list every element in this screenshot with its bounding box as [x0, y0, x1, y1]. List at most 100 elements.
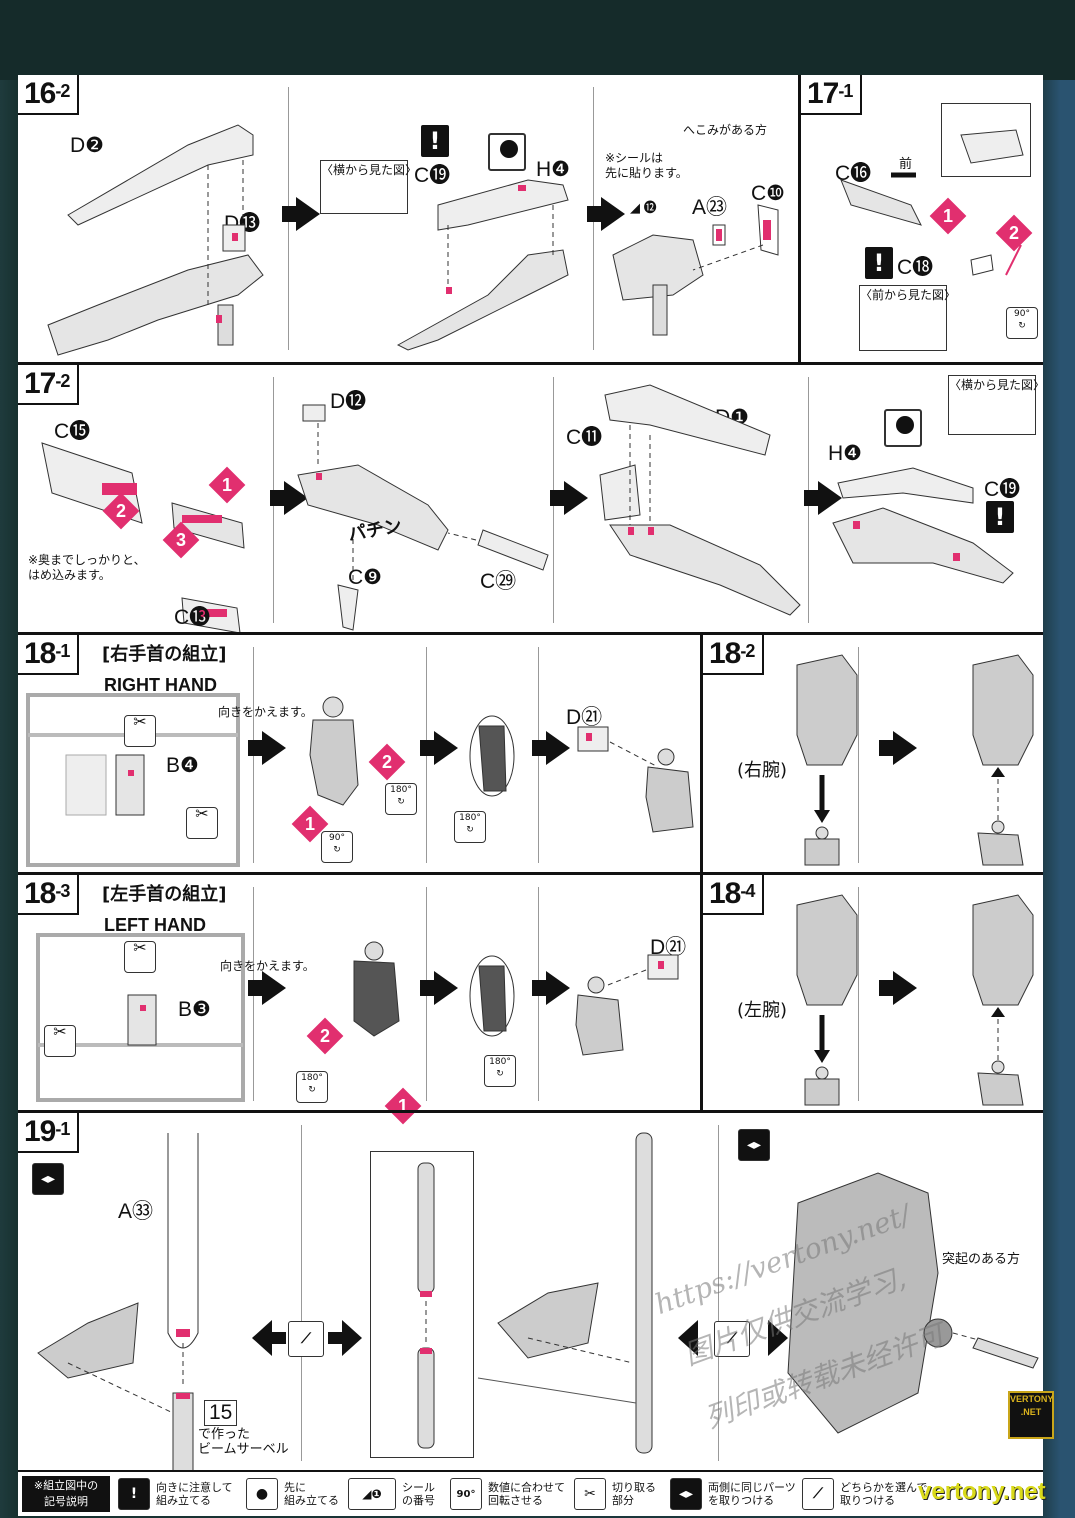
side-view-callout: 〈横から見た図〉	[320, 160, 417, 214]
step-arrow	[532, 731, 570, 765]
hand-drawing	[577, 726, 694, 833]
step-number-17-1: 17-1	[801, 75, 863, 115]
step-arrow	[420, 731, 458, 765]
panel-16-2: 16-2 D❷ D⓭ ! 〈	[18, 75, 798, 362]
step-arrow	[879, 731, 917, 765]
part-label: B❹	[166, 754, 199, 777]
choose-arrows	[252, 1320, 362, 1356]
rifle-drawing	[832, 467, 1014, 584]
step-number-18-2: 18-2	[703, 635, 765, 675]
separator	[700, 635, 703, 875]
seal-number-icon: ◢❶	[348, 1478, 396, 1510]
beam-saber-drawing	[477, 1132, 653, 1454]
side-view-callout: 〈横から見た図〉	[948, 375, 1045, 435]
separator	[798, 75, 801, 362]
caution-icon: !	[865, 247, 893, 279]
step-number-16-2: 16-2	[18, 75, 80, 115]
turn-around-note: 向きをかえます。	[218, 705, 313, 719]
seal-number: ◢ ⓬	[630, 200, 657, 215]
step-arrow	[248, 731, 286, 765]
step-number-17-2: 17-2	[18, 365, 80, 405]
part-label: H❹	[536, 158, 570, 181]
step-number-18-1: 18-1	[18, 635, 80, 675]
arm-drawing	[972, 894, 1034, 1106]
arm-drawing	[796, 654, 858, 866]
part-label: C⓲	[897, 256, 934, 279]
symbol-legend: ※組立図中の 記号説明 ! 向きに注意して 組み立てる ● 先に 組み立てる ◢…	[18, 1470, 1046, 1516]
legend-item: ⟋ どちらかを選んで 取りつける	[802, 1476, 927, 1512]
step-arrow	[879, 971, 917, 1005]
beam-saber-drawing	[37, 1133, 199, 1484]
torso-drawing	[787, 1172, 1039, 1434]
both-sides-icon: ◂▸	[32, 1163, 64, 1195]
panel-18-4: 18-4 (左腕)	[703, 875, 1043, 1113]
rotate-icon: 90°	[450, 1478, 482, 1510]
hand-drawing	[353, 941, 400, 1037]
assemble-first-icon	[488, 133, 526, 171]
insert-note: ※奥までしっかりと、 はめ込みます。	[28, 553, 146, 582]
panel-18-2: 18-2 (右腕)	[703, 635, 1043, 875]
turn-around-note: 向きをかえます。	[220, 959, 315, 973]
part-label: B❸	[178, 998, 211, 1021]
step-arrow	[248, 971, 286, 1005]
separator	[700, 875, 703, 1113]
rotate-180-icon: 180°↻	[454, 811, 486, 843]
assemble-first-icon: ●	[246, 1478, 278, 1510]
part-label: C❿	[751, 182, 785, 205]
cut-icon: ✂	[124, 714, 156, 747]
part-drawing	[840, 129, 1024, 276]
step-arrow	[532, 971, 570, 1005]
rotate-90-icon: 90°↻	[321, 831, 353, 863]
panel-17-2: 17-2 C⓯ 1 2 3 ※奥までしっかりと、 はめ込みます。	[18, 365, 1045, 635]
cut-icon: ✂	[124, 940, 156, 973]
part-label: A㉝	[118, 1200, 154, 1223]
hand-drawing	[575, 954, 679, 1056]
caution-icon: !	[986, 501, 1014, 533]
part-label: C㉙	[480, 570, 517, 593]
assembly-title: [右手首の組立]	[102, 644, 227, 665]
row-18-1-2: 18-1 [右手首の組立] RIGHT HAND ✂ ✂ B❹ 向き	[18, 632, 1043, 875]
part-label: D㉑	[566, 706, 603, 729]
choose-one-icon: ⟋	[714, 1321, 750, 1357]
arm-label: (右腕)	[737, 760, 788, 781]
part-label: C⓫	[566, 426, 603, 449]
part-label: H❹	[828, 442, 862, 465]
part-label: C⓰	[835, 162, 872, 185]
rotate-180-icon: 180°↻	[484, 1055, 516, 1087]
divider	[858, 647, 859, 863]
assembly-title: [左手首の組立]	[102, 884, 227, 905]
part-label: C❾	[348, 566, 382, 589]
part-label: A㉓	[692, 196, 728, 219]
rifle-drawing	[612, 204, 779, 336]
choose-one-icon: ⟋	[802, 1478, 834, 1510]
cut-icon: ✂	[574, 1478, 606, 1510]
step-arrow	[282, 197, 320, 231]
panel-18-1: 18-1 [右手首の組立] RIGHT HAND ✂ ✂ B❹ 向き	[18, 635, 700, 875]
row-16-17: 16-2 D❷ D⓭ ! 〈	[18, 75, 1043, 362]
legend-item: 90° 数値に合わせて 回転させる	[450, 1476, 565, 1512]
watermark-brand: vertony.net	[918, 1478, 1046, 1505]
panel-17-1: 17-1 C⓰ 前 1 2 ! C⓲ 〈前から見た図〉	[801, 75, 1043, 362]
assemble-first-icon	[884, 409, 922, 447]
hand-drawing	[309, 696, 359, 806]
top-band	[0, 0, 1075, 80]
ref-step-box: 15	[204, 1400, 238, 1426]
seal-first-note: ※シールは 先に貼ります。	[605, 151, 688, 180]
caution-icon: !	[421, 125, 449, 157]
choose-arrows	[678, 1320, 788, 1356]
step-number-19-1: 19-1	[18, 1113, 80, 1153]
runner-drawing	[36, 933, 245, 1102]
part-label: C⓯	[54, 420, 91, 443]
both-sides-icon: ◂▸	[670, 1478, 702, 1510]
step-arrow	[420, 971, 458, 1005]
panel-18-3: 18-3 [左手首の組立] LEFT HAND ✂ ✂ B❸ 向きをかえます。	[18, 875, 700, 1125]
caution-icon: !	[118, 1478, 150, 1510]
hand-drawing	[469, 955, 515, 1037]
part-label: C⓳	[984, 478, 1021, 501]
row-17-2: 17-2 C⓯ 1 2 3 ※奥までしっかりと、 はめ込みます。	[18, 362, 1045, 635]
cut-icon: ✂	[44, 1024, 76, 1057]
step-arrow	[550, 481, 588, 515]
cut-icon: ✂	[186, 806, 218, 839]
divider	[858, 887, 859, 1101]
part-label: C⓭	[174, 606, 211, 629]
